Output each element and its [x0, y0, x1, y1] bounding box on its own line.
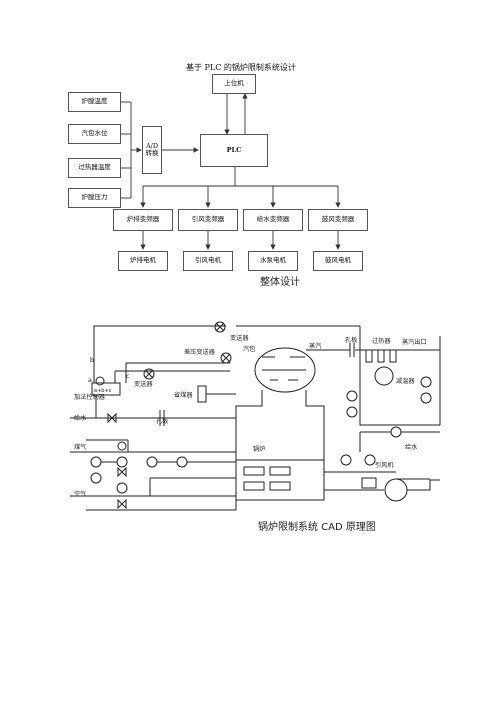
label-air: 空气 [74, 490, 86, 498]
transmitter-symbol-top [214, 321, 226, 333]
label-steam-drum: 汽包 [243, 345, 255, 353]
label-feed-controller: 加法控制器 [74, 393, 106, 401]
induced-fan-symbol [384, 478, 408, 502]
diff-pressure-transmitter-symbol [220, 352, 232, 364]
plc-box: PLC [200, 134, 268, 167]
caption-overall-design: 整体设计 [260, 277, 300, 288]
label-steam-outlet: 蒸汽出口 [402, 338, 427, 346]
motor-box-grate: 炉排电机 [118, 251, 168, 271]
label-induced-fan: 引风机 [375, 461, 394, 469]
caption-cad-schematic: 锅炉限制系统 CAD 原理图 [258, 522, 376, 533]
label-coal: 煤气 [74, 443, 86, 451]
label-orifice-top: 孔板 [345, 336, 357, 344]
label-transmitter-left: 变送器 [134, 380, 153, 388]
sensor-box-drum-water-level: 汽包水位 [68, 124, 121, 144]
label-superheater: 过热器 [372, 337, 391, 345]
upper-computer-box: 上位机 [212, 74, 256, 94]
label-letter-a: a [88, 377, 92, 384]
sensor-box-superheater-temperature: 过热器温度 [68, 158, 121, 178]
label-letter-c: c [126, 373, 130, 380]
economizer-symbol [197, 385, 207, 403]
ad-converter-box: A/D 转换 [142, 126, 162, 174]
transmitter-symbol-left [143, 368, 155, 380]
sensor-box-furnace-temperature: 炉膛温度 [68, 92, 121, 112]
motor-box-blower: 鼓风电机 [313, 251, 363, 271]
ad-converter-label-line2: 转换 [145, 149, 159, 157]
block-diagram-connectors [121, 93, 341, 250]
motor-box-induced-draft: 引风电机 [183, 251, 233, 271]
ad-converter-label-line1: A/D [145, 141, 159, 150]
inverter-box-blower: 鼓风变频器 [308, 209, 368, 231]
label-boiler: 锅炉 [253, 445, 265, 453]
label-transmitter-top: 变送器 [230, 334, 249, 342]
label-desuperheater: 减温器 [396, 377, 415, 385]
inverter-box-feed-water: 给水变频器 [243, 209, 303, 231]
motor-box-water-pump: 水泵电机 [248, 251, 298, 271]
label-diff-pressure-transmitter: 差压变送器 [184, 348, 216, 356]
label-adder: a+b+c [94, 388, 112, 394]
label-feed-water-right: 给水 [405, 443, 418, 451]
inverter-box-grate: 炉排变频器 [113, 209, 173, 231]
label-steam-line: 蒸汽 [309, 342, 321, 350]
block-diagram-title: 基于 PLC 的锅炉限制系统设计 [186, 63, 296, 72]
label-orifice-bottom: 孔板 [156, 417, 168, 425]
label-letter-b: b [90, 357, 94, 364]
label-economizer: 省煤器 [174, 391, 193, 399]
feed-controller-box [91, 382, 121, 396]
label-feed-water: 给水 [74, 414, 87, 422]
inverter-box-induced-draft: 引风变频器 [178, 209, 238, 231]
sensor-box-furnace-pressure: 炉膛压力 [68, 188, 121, 208]
desuperheater-symbol [374, 366, 394, 386]
